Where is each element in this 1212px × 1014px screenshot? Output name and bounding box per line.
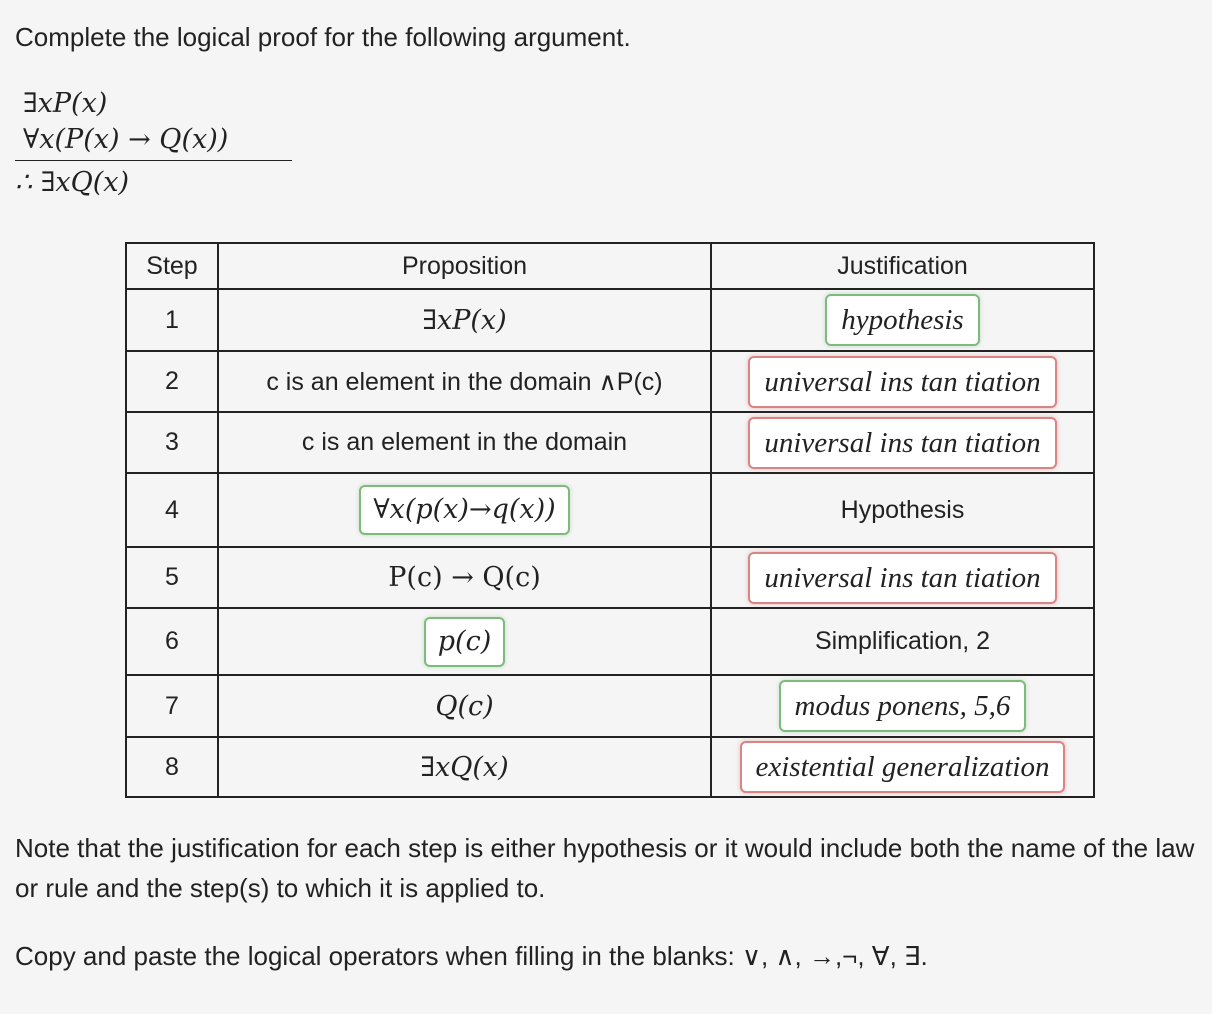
proposition-text: c is an element in the domain ∧P(c) (266, 367, 663, 396)
proposition-text: ∃xQ(x) (420, 751, 509, 783)
proposition-cell: c is an element in the domain ∧P(c) (217, 350, 712, 413)
table-row: 7 Q(c) modus ponens, 5,6 (125, 674, 1095, 738)
proposition-text: c is an element in the domain (301, 428, 628, 456)
justification-cell: modus ponens, 5,6 (710, 674, 1095, 738)
step-number: 8 (125, 736, 219, 798)
table-row: 2 c is an element in the domain ∧P(c) un… (125, 350, 1095, 413)
proposition-cell: Q(c) (217, 674, 712, 738)
step-number: 4 (125, 472, 219, 548)
proof-table-header: Step Proposition Justification (125, 242, 1095, 290)
table-row: 8 ∃xQ(x) existential generalization (125, 736, 1095, 798)
instruction-text: Complete the logical proof for the follo… (15, 22, 631, 52)
justification-text: Hypothesis (840, 495, 965, 524)
justification-cell: existential generalization (710, 736, 1095, 798)
proposition-cell: ∃xP(x) (217, 288, 712, 352)
proof-table: Step Proposition Justification 1 ∃xP(x) … (125, 242, 1095, 798)
step-number: 2 (125, 350, 219, 413)
proposition-cell: c is an element in the domain (217, 411, 712, 474)
justification-cell: Simplification, 2 (710, 607, 1095, 676)
justification-answer-correct[interactable]: modus ponens, 5,6 (778, 680, 1027, 732)
operators-prompt: Copy and paste the logical operators whe… (15, 941, 928, 971)
table-row: 1 ∃xP(x) hypothesis (125, 288, 1095, 352)
justification-cell: universal ins tan tiation (710, 411, 1095, 474)
justification-answer-correct[interactable]: hypothesis (825, 294, 980, 346)
table-row: 3 c is an element in the domain universa… (125, 411, 1095, 474)
justification-cell: Hypothesis (710, 472, 1095, 548)
justification-cell: hypothesis (710, 288, 1095, 352)
justification-answer-incorrect[interactable]: universal ins tan tiation (748, 551, 1057, 604)
header-justification: Justification (710, 242, 1095, 290)
argument-conclusion: ∴ ∃xQ(x) (15, 167, 130, 198)
proposition-text: P(c) → Q(c) (388, 562, 541, 593)
step-number: 7 (125, 674, 219, 738)
note-text: Note that the justification for each ste… (15, 833, 1195, 903)
justification-answer-incorrect[interactable]: universal ins tan tiation (748, 355, 1057, 408)
proposition-cell: ∃xQ(x) (217, 736, 712, 798)
justification-cell: universal ins tan tiation (710, 546, 1095, 609)
step-number: 6 (125, 607, 219, 676)
premise-2: ∀x(P(x) → Q(x)) (23, 124, 229, 155)
justification-text: Simplification, 2 (814, 627, 991, 655)
argument-block: ∃xP(x) ∀x(P(x) → Q(x)) ∴ ∃xQ(x) (15, 86, 292, 201)
step-number: 1 (125, 288, 219, 352)
header-step: Step (125, 242, 219, 290)
proposition-answer-correct[interactable]: p(c) (423, 616, 506, 667)
justification-answer-incorrect[interactable]: universal ins tan tiation (748, 416, 1057, 469)
table-row: 5 P(c) → Q(c) universal ins tan tiation (125, 546, 1095, 609)
premise-1: ∃xP(x) (23, 88, 108, 119)
proposition-cell: ∀x(p(x)→q(x)) (217, 472, 712, 548)
header-proposition: Proposition (217, 242, 712, 290)
table-row: 4 ∀x(p(x)→q(x)) Hypothesis (125, 472, 1095, 548)
proposition-cell: P(c) → Q(c) (217, 546, 712, 609)
step-number: 5 (125, 546, 219, 609)
proposition-text: ∃xP(x) (422, 304, 507, 336)
proposition-text: Q(c) (435, 690, 494, 722)
proposition-answer-correct[interactable]: ∀x(p(x)→q(x)) (359, 485, 570, 535)
step-number: 3 (125, 411, 219, 474)
justification-answer-incorrect[interactable]: existential generalization (739, 741, 1066, 793)
justification-cell: universal ins tan tiation (710, 350, 1095, 413)
table-row: 6 p(c) Simplification, 2 (125, 607, 1095, 676)
argument-divider (15, 160, 292, 161)
proposition-cell: p(c) (217, 607, 712, 676)
